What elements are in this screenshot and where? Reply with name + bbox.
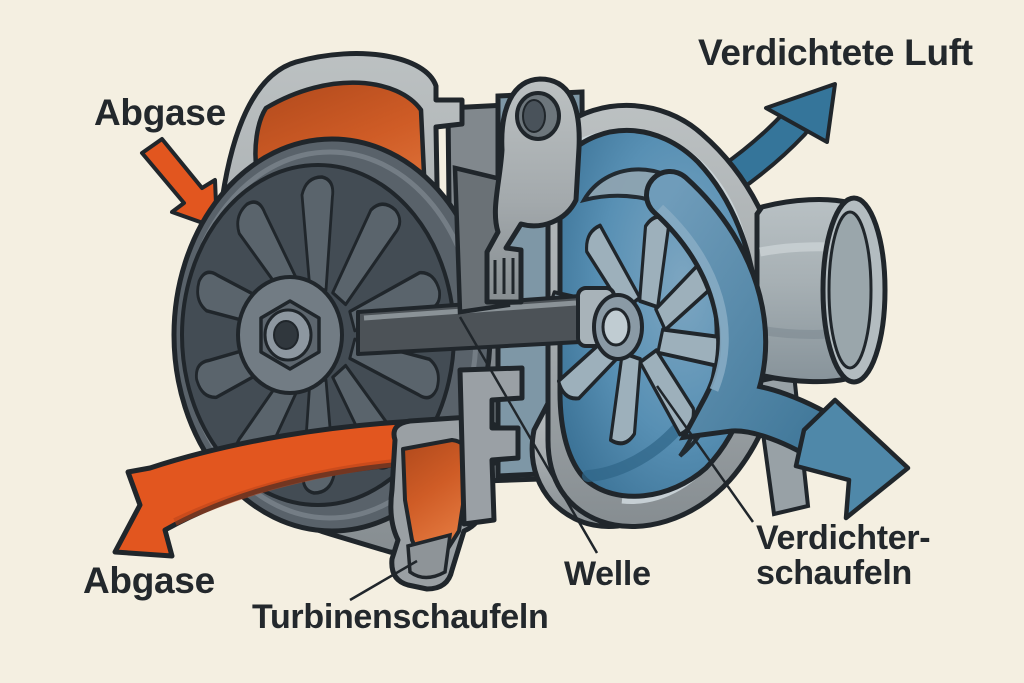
shaft (356, 286, 644, 361)
label-compressed-air: Verdichtete Luft (698, 32, 973, 73)
outlet-pipe (753, 195, 888, 517)
compressed-air-arrow-bottom (644, 169, 911, 521)
label-turbine-blades: Turbinenschaufeln (252, 598, 549, 636)
bearing-housing (452, 76, 582, 527)
mounting-bracket (484, 76, 582, 305)
label-compressor-blades-line1: Verdichter- (756, 519, 931, 557)
label-shaft: Welle (564, 555, 651, 593)
leader-turbine-blades (349, 559, 418, 602)
leader-shaft (458, 316, 599, 554)
exhaust-inlet-arrow-top (140, 137, 219, 230)
label-compressor-blades: Verdichter- schaufeln (756, 519, 931, 593)
leader-compressor-blades (655, 385, 755, 523)
label-exhaust-top: Abgase (94, 92, 226, 133)
label-compressor-blades-line2: schaufeln (756, 554, 913, 593)
label-exhaust-bottom: Abgase (83, 560, 215, 601)
leader-lines (349, 316, 755, 602)
